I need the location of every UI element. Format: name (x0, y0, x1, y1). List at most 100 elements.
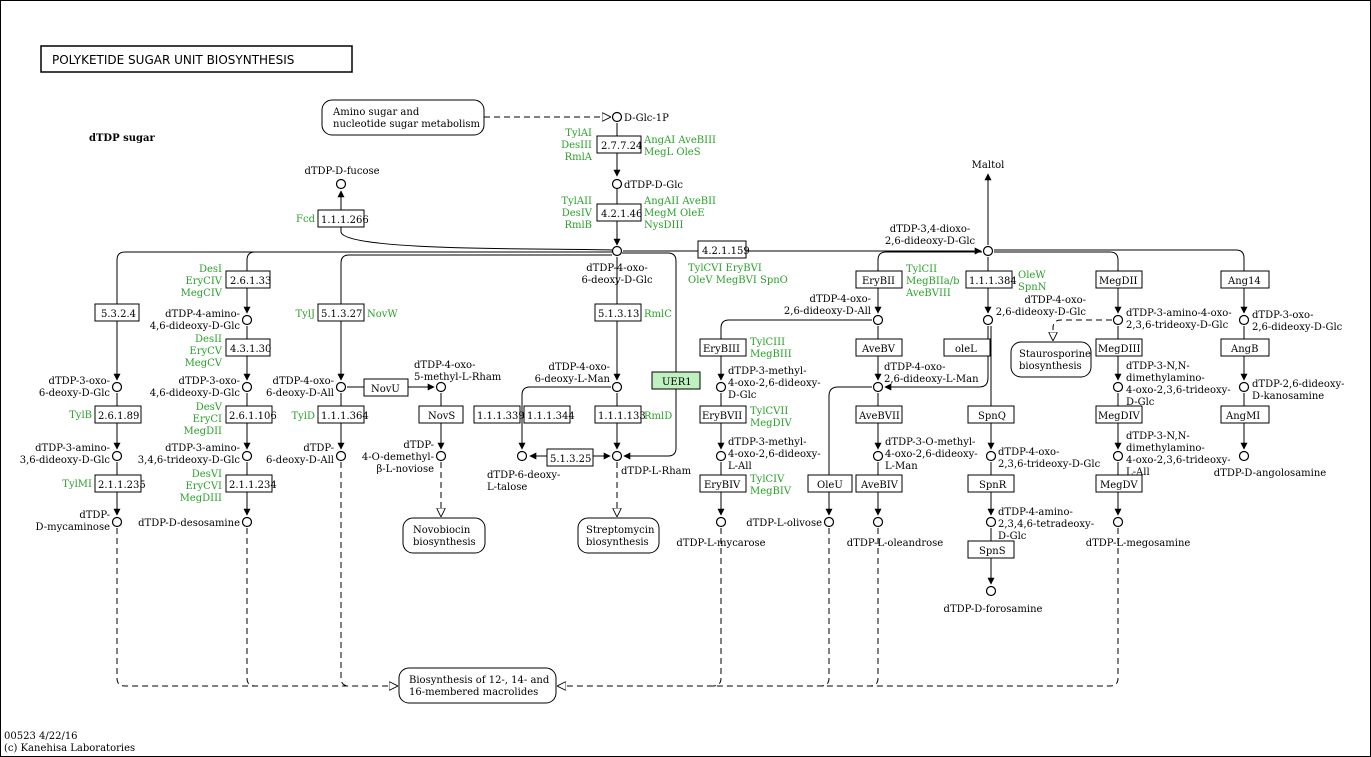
compound-talose[interactable] (516, 450, 528, 462)
compound-oxo3-26[interactable] (1238, 314, 1250, 326)
compound-dglc1p[interactable] (611, 111, 623, 123)
enzyme-1-1-1-133[interactable] (594, 405, 642, 424)
compound-oxo4all[interactable] (335, 381, 347, 393)
compound-nn-oxo[interactable] (1112, 381, 1124, 393)
enzyme-4-2-1-46-label: 4.2.1.46 (601, 209, 642, 220)
label-maltol: Maltol (972, 160, 1005, 171)
enzyme-erybiv[interactable] (699, 474, 747, 493)
compound-omethyl[interactable] (872, 450, 884, 462)
enzyme-megdv[interactable] (1095, 474, 1143, 493)
enzyme-1-1-1-266[interactable] (317, 209, 365, 228)
compound-fucose[interactable] (335, 178, 347, 190)
compound-oxo36[interactable] (111, 381, 123, 393)
compound-oleandrose[interactable] (872, 516, 884, 528)
enzyme-4-3-1-30-label: 4.3.1.30 (230, 344, 271, 355)
pathway-staurosporine[interactable] (1010, 341, 1092, 378)
enzyme-spnq[interactable] (967, 405, 1015, 424)
enzyme-erybiii[interactable] (699, 338, 747, 357)
compound-keto[interactable] (611, 245, 623, 257)
compound-amino-tetra[interactable] (985, 516, 997, 528)
enzyme-spnr[interactable] (967, 474, 1015, 493)
enzyme-megdii[interactable] (1095, 270, 1143, 289)
compound-dioxo[interactable] (982, 245, 994, 257)
compound-amino46[interactable] (241, 314, 253, 326)
map-title: POLYKETIDE SUGAR UNIT BIOSYNTHESIS (52, 53, 294, 67)
compound-oxo26all[interactable] (872, 314, 884, 326)
enzyme-1-1-1-384[interactable] (965, 270, 1013, 289)
enzyme-megdiv[interactable] (1095, 405, 1143, 424)
enzyme-4-2-1-46[interactable] (596, 203, 642, 222)
enzyme-2-6-1-106-label: 2.6.1.106 (229, 411, 277, 422)
enzyme-5-1-3-25[interactable] (546, 448, 594, 467)
label-omethyl: dTDP-3-O-methyl-4-oxo-2,6-dideoxy-L-Man (885, 437, 978, 472)
compound-lrham[interactable] (611, 450, 623, 462)
pathway-amino-sugar[interactable] (321, 99, 485, 136)
enzyme-olel[interactable] (943, 338, 991, 357)
compound-nn-lall[interactable] (1112, 450, 1124, 462)
compound-angolosamine[interactable] (1238, 450, 1250, 462)
enzyme-spns[interactable] (967, 540, 1015, 559)
compound-desosamine[interactable] (241, 516, 253, 528)
enzyme-uer1[interactable] (651, 371, 701, 390)
enzyme-angmi[interactable] (1220, 405, 1270, 424)
enzyme-novs[interactable] (418, 405, 464, 424)
label-amino-tetra: dTDP-4-amino-2,3,4,6-tetradeoxy-D-Glc (998, 507, 1094, 542)
enzyme-spns-label: SpnS (979, 546, 1006, 557)
enzyme-2-1-1-235-label: 2.1.1.235 (98, 480, 146, 491)
compound-amino-oxo[interactable] (1112, 314, 1124, 326)
enzyme-megdiii[interactable] (1095, 338, 1143, 357)
enzyme-4-2-1-159[interactable] (697, 240, 747, 259)
pathway-macrolides[interactable] (398, 667, 557, 704)
enzyme-2-1-1-235[interactable] (94, 474, 142, 493)
enzyme-erybvii[interactable] (699, 405, 747, 424)
enzyme-5-1-3-13[interactable] (594, 303, 642, 322)
enzyme-avebiv[interactable] (855, 474, 903, 493)
compound-amino346[interactable] (241, 450, 253, 462)
pathway-novobiocin[interactable] (402, 517, 486, 554)
compound-kanosamine[interactable] (1238, 381, 1250, 393)
enzyme-5-3-2-4[interactable] (94, 303, 140, 322)
compound-oxo236[interactable] (985, 450, 997, 462)
label-deoxy-all: dTDP-6-deoxy-D-All (266, 443, 334, 466)
compound-megosamine[interactable] (1112, 516, 1124, 528)
enzyme-5-3-2-4-label: 5.3.2.4 (101, 309, 136, 320)
compound-oxo346[interactable] (241, 381, 253, 393)
enzyme-2-7-7-24[interactable] (596, 135, 642, 154)
enzyme-avebv[interactable] (855, 338, 903, 357)
enzyme-2-6-1-89[interactable] (94, 405, 142, 424)
compound-methyl-lall[interactable] (715, 450, 727, 462)
pathway-streptomycin[interactable] (577, 517, 660, 554)
compound-oxo26lman[interactable] (872, 381, 884, 393)
enzyme-ang14[interactable] (1220, 270, 1270, 289)
enzyme-novu[interactable] (363, 378, 409, 397)
enzyme-2-6-1-106[interactable] (225, 405, 273, 424)
compound-oxo26glc[interactable] (982, 314, 994, 326)
enzyme-2-6-1-33[interactable] (225, 270, 271, 289)
compound-dtdp-dglc[interactable] (611, 178, 623, 190)
compound-oxo-lman[interactable] (611, 381, 623, 393)
enzyme-1-1-1-364[interactable] (317, 405, 365, 424)
enzyme-oleu[interactable] (807, 474, 853, 493)
enzyme-5-1-3-27[interactable] (317, 303, 365, 322)
compound-noviose[interactable] (435, 450, 447, 462)
compound-olivose[interactable] (823, 516, 835, 528)
enzyme-avebvii[interactable] (855, 405, 903, 424)
compound-deoxy-all[interactable] (335, 450, 347, 462)
enzyme-4-3-1-30[interactable] (225, 338, 271, 357)
compound-forosamine[interactable] (985, 585, 997, 597)
enzyme-4-2-1-159-label: 4.2.1.159 (702, 246, 750, 257)
enzyme-1-1-1-339[interactable] (473, 405, 521, 424)
enzyme-2-6-1-89-label: 2.6.1.89 (98, 411, 139, 422)
compound-methyl-oxo[interactable] (715, 381, 727, 393)
enzyme-2-1-1-234[interactable] (225, 474, 273, 493)
compound-mycaminose[interactable] (111, 516, 123, 528)
compound-mycarose[interactable] (715, 516, 727, 528)
compound-methylrham[interactable] (435, 381, 447, 393)
compound-amino36[interactable] (111, 450, 123, 462)
enzyme-1-1-1-344[interactable] (523, 405, 571, 424)
enzyme-erybii[interactable] (855, 270, 903, 289)
label-talose: dTDP-6-deoxy-L-talose (487, 470, 560, 493)
label-nn-lall: dTDP-3-N,N-dimethylamino-4-oxo-2,3,6-tri… (1126, 431, 1231, 478)
enzyme-angb[interactable] (1220, 338, 1270, 357)
